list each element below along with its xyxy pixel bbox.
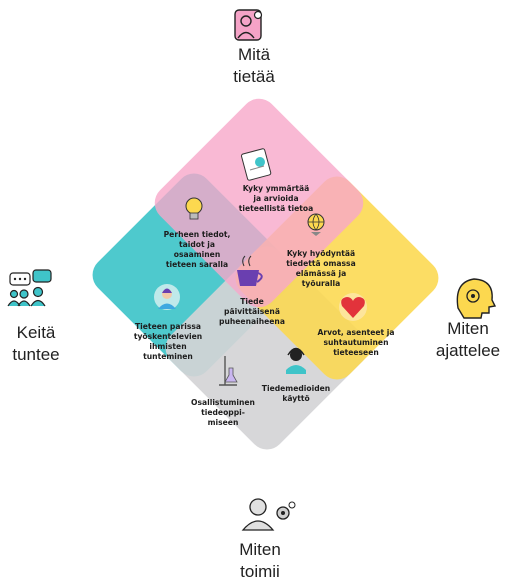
label-line: puheenaiheena (219, 317, 285, 326)
label-line: tieteeseen (333, 348, 379, 357)
label-line: Keitä (16, 323, 56, 342)
label-line: Arvot, asenteet ja (317, 328, 395, 337)
values-label: Arvot, asenteet ja suhtautuminen tietees… (306, 328, 406, 358)
label-line: taidot ja (178, 240, 215, 249)
participation-label: Osallistuminen tiedeoppi- miseen (188, 398, 258, 428)
label-line: Kyky ymmärtää (242, 184, 310, 193)
lab-flask-icon (219, 356, 238, 386)
head-gear-icon (456, 278, 497, 319)
label-line: tuntee (12, 345, 60, 364)
bottom-corner-label: Miten toimii (220, 539, 300, 583)
understand-label: Kyky ymmärtää ja arvioida tieteellistä t… (226, 184, 326, 214)
label-line: elämässä ja (295, 269, 347, 278)
top-corner-label: Mitä tietää (214, 44, 294, 88)
label-line: Tieteen parissa (135, 322, 201, 331)
media-label: Tiedemedioiden käyttö (256, 384, 336, 404)
label-line: suhtautuminen (323, 338, 389, 347)
label-line: tieteen saralla (165, 260, 229, 269)
label-line: käyttö (282, 394, 310, 403)
label-line: ja arvioida (253, 194, 299, 203)
label-line: ihmisten (149, 342, 187, 351)
person-gear-icon (241, 498, 296, 531)
person-lightbulb-icon (234, 9, 263, 41)
label-line: Perheen tiedot, (163, 230, 231, 239)
lightbulb-icon (185, 197, 203, 220)
label-line: Mitä (237, 45, 271, 64)
left-corner-label: Keitä tuntee (0, 322, 72, 366)
label-line: osaaminen (173, 250, 221, 259)
label-line: Osallistuminen (191, 398, 255, 407)
label-line: tiedeoppi- (201, 408, 245, 417)
label-line: Kyky hyödyntää (286, 249, 356, 258)
label-line: Tiedemedioiden (261, 384, 331, 393)
clipboard-icon (240, 148, 272, 181)
top-diamond (154, 98, 364, 308)
coffee-cup-icon (237, 255, 263, 286)
globe-icon (307, 213, 325, 236)
label-line: päivittäisenä (224, 307, 280, 316)
label-line: tiedettä omassa (286, 259, 356, 268)
label-line: ajattelee (435, 341, 501, 360)
label-line: Tiede (240, 297, 264, 306)
label-line: työskentelevien (133, 332, 203, 341)
label-line: tunteminen (143, 352, 193, 361)
right-corner-label: Miten ajattelee (427, 318, 509, 362)
group-chat-icon (7, 269, 52, 307)
label-line: Miten (447, 319, 489, 338)
avatar-icon (154, 284, 180, 310)
label-line: työuralla (301, 279, 341, 288)
utilize-label: Kyky hyödyntää tiedettä omassa elämässä … (276, 249, 366, 289)
headset-icon (286, 347, 306, 374)
people-label: Tieteen parissa työskentelevien ihmisten… (128, 322, 208, 362)
heart-icon (339, 293, 367, 321)
label-line: miseen (207, 418, 239, 427)
family-label: Perheen tiedot, taidot ja osaaminen tiet… (156, 230, 238, 270)
label-line: tietää (233, 67, 275, 86)
label-line: tieteellistä tietoa (238, 204, 314, 213)
center-label: Tiede päivittäisenä puheenaiheena (210, 297, 294, 327)
label-line: Miten (239, 540, 281, 559)
label-line: toimii (240, 562, 280, 581)
